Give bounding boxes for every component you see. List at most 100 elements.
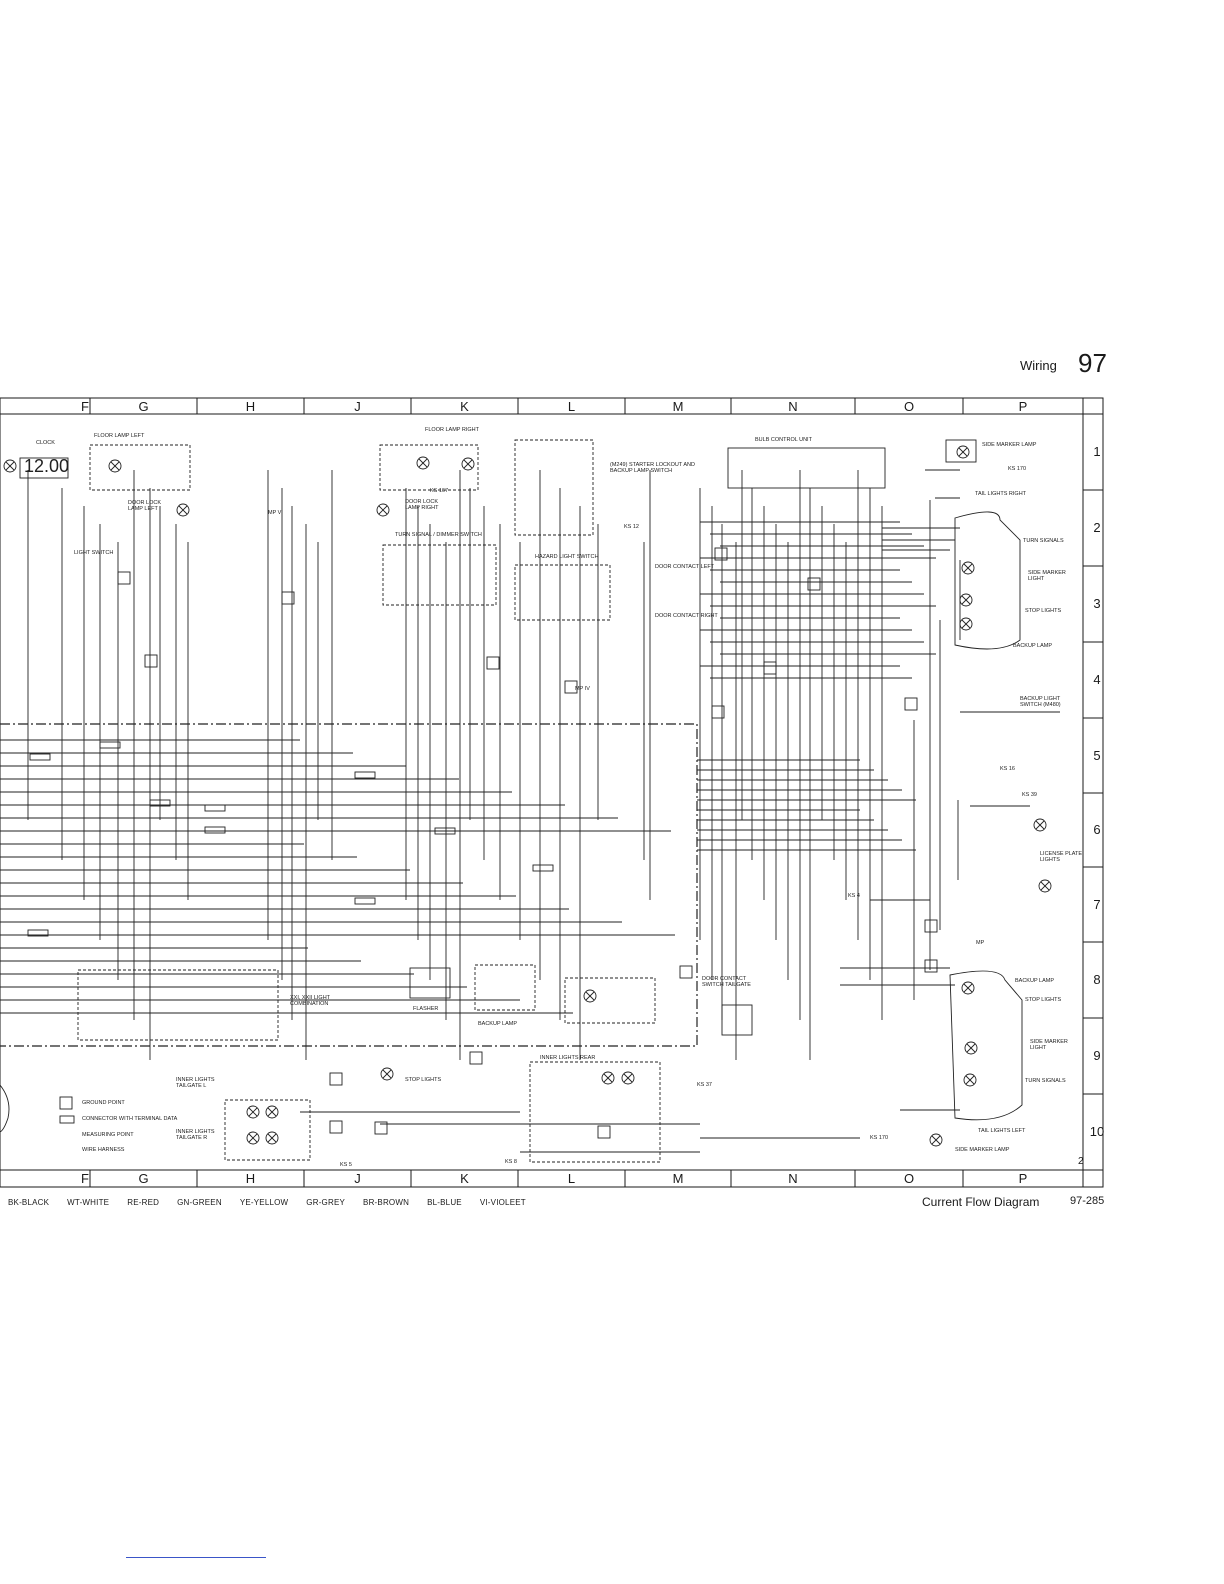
component-box (379, 444, 479, 491)
starter-lockout-label: (M249) STARTER LOCKOUT AND BACKUP LAMP S… (610, 462, 695, 474)
column-label: M (672, 399, 684, 414)
side-marker-right-label: SIDE MARKER LAMP (982, 442, 1037, 448)
lamp-symbol (963, 1073, 977, 1087)
inner-lights-tailgate-r-label: INNER LIGHTS TAILGATE R (176, 1129, 215, 1141)
ks-167-label: KS 167 (430, 488, 449, 494)
door-contact-tailgate-label: DOOR CONTACT SWITCH TAILGATE (702, 976, 751, 988)
row-label: 3 (1093, 596, 1101, 611)
component-box (382, 544, 497, 606)
side-marker-light-left-label: SIDE MARKER LIGHT (1030, 1039, 1068, 1051)
column-label: F (81, 1171, 89, 1186)
column-label: G (138, 399, 149, 414)
component-box (409, 967, 451, 999)
column-label: F (81, 399, 89, 414)
backup-lamp-left-label: BACKUP LAMP (1015, 978, 1055, 984)
connector-box (904, 697, 918, 711)
column-label: N (788, 399, 798, 414)
legend-item: YE-YELLOW (239, 1198, 289, 1207)
xxi-combination-label: XXI, XXII LIGHT COMBINATION (290, 995, 330, 1007)
inner-lights-tailgate-l-label: INNER LIGHTS TAILGATE L (176, 1077, 215, 1089)
connector-box (117, 571, 131, 585)
floor-lamp-left-label: FLOOR LAMP LEFT (94, 433, 145, 439)
lamp-symbol (1033, 818, 1047, 832)
column-label: H (245, 399, 256, 414)
corner-number: 2 (1078, 1156, 1084, 1167)
footer-title: Current Flow Diagram (922, 1195, 1040, 1209)
floor-lamp-right-label: FLOOR LAMP RIGHT (425, 427, 479, 433)
row-label: 1 (1093, 444, 1101, 459)
column-label: K (460, 399, 469, 414)
component-box (514, 564, 611, 621)
connector-box (807, 577, 821, 591)
component-box (529, 1061, 661, 1163)
page-number: 97 (1078, 348, 1107, 378)
lamp-symbol (461, 457, 475, 471)
legend-item: GR-GREY (306, 1198, 346, 1207)
legend-measuring-point: MEASURING POINT (82, 1132, 134, 1138)
wire-tag (99, 741, 121, 749)
connector-box (597, 1125, 611, 1139)
rear-lamp-housing-right (954, 511, 1021, 650)
component-box (514, 439, 594, 536)
wire-tag (204, 826, 226, 834)
lamp-symbol (1038, 879, 1052, 893)
lamp-symbol (961, 981, 975, 995)
backup-switch-label: BACKUP LIGHT SWITCH (M480) (1020, 696, 1061, 708)
stop-lights-left-label: STOP LIGHTS (1025, 997, 1062, 1003)
door-lock-right-label: DOOR LOCK LAMP RIGHT (405, 499, 439, 511)
column-label: J (354, 1171, 361, 1186)
row-label: 4 (1093, 672, 1101, 687)
side-marker-left-label: SIDE MARKER LAMP (955, 1147, 1010, 1153)
row-label: 2 (1093, 520, 1101, 535)
wire-tag (27, 929, 49, 937)
wire-tag (354, 771, 376, 779)
component-box (721, 1004, 753, 1036)
flasher-label: FLASHER (413, 1006, 439, 1012)
column-label: O (903, 1171, 915, 1186)
legend-ground-point: GROUND POINT (82, 1100, 125, 1106)
light-switch-label: LIGHT SWITCH (74, 550, 114, 556)
wire-tag (532, 864, 554, 872)
mp-iv-label: MP IV (575, 686, 590, 692)
lamp-symbol (246, 1105, 260, 1119)
ks-8-label: KS 8 (505, 1159, 517, 1165)
wire-tag (354, 897, 376, 905)
component-box (224, 1099, 311, 1161)
ks-170-left-label: KS 170 (870, 1135, 889, 1141)
lamp-symbol (380, 1067, 394, 1081)
door-contact-right-label: DOOR CONTACT RIGHT (655, 613, 718, 619)
legend-ground-symbol (59, 1096, 73, 1110)
legend-wire-harness: WIRE HARNESS (82, 1147, 125, 1153)
ks-37-label: KS 37 (697, 1082, 712, 1088)
wire-tag (204, 804, 226, 812)
connector-box (281, 591, 295, 605)
lamp-symbol (959, 617, 973, 631)
connector-box (763, 661, 777, 675)
component-box (564, 977, 656, 1024)
connector-box (924, 959, 938, 973)
connector-box (714, 547, 728, 561)
legend-connector: CONNECTOR WITH TERMINAL DATA (82, 1116, 178, 1122)
wire-tag (434, 827, 456, 835)
stop-lights-right-label: STOP LIGHTS (1025, 608, 1062, 614)
legend-item: VI-VIOLEET (479, 1198, 526, 1207)
lamp-symbol (176, 503, 190, 517)
connector-box (329, 1072, 343, 1086)
row-label: 5 (1093, 747, 1101, 763)
lamp-symbol (265, 1105, 279, 1119)
connector-box (144, 654, 158, 668)
turn-signals-right-label: TURN SIGNALS (1023, 538, 1064, 544)
component-box (19, 457, 69, 479)
lamp-symbol (601, 1071, 615, 1085)
tail-lights-right-label: TAIL LIGHTS RIGHT (975, 491, 1027, 497)
turn-signal-switch-label: TURN SIGNAL / DIMMER SWITCH (395, 532, 482, 538)
column-label: H (245, 1171, 256, 1186)
legend-connector-symbol (59, 1115, 75, 1124)
lamp-symbol (108, 459, 122, 473)
legend-item: BL-BLUE (427, 1198, 462, 1207)
connector-box (374, 1121, 388, 1135)
colour-legend: BK-BLACK WT-WHITE RE-RED GN-GREEN YE-YEL… (8, 1198, 526, 1207)
ks-170-right-label: KS 170 (1008, 466, 1027, 472)
column-label: L (567, 399, 576, 414)
